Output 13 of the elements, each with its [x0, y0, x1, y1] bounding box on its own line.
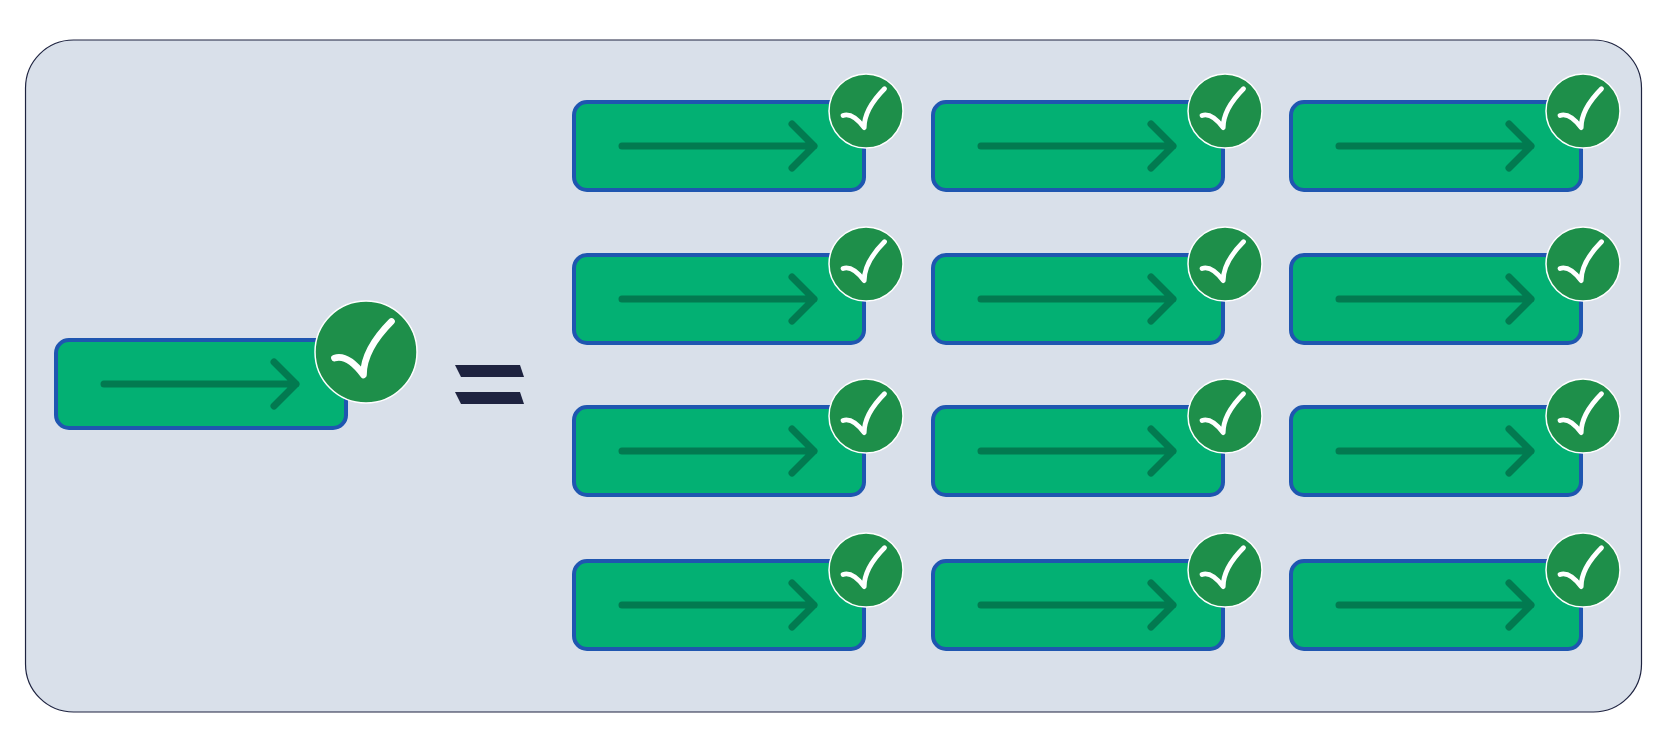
arrow-button-drawing — [931, 378, 1263, 497]
arrow-button-drawing — [54, 300, 418, 430]
arrow-button-drawing — [1289, 73, 1621, 192]
arrow-button-drawing — [572, 226, 904, 345]
arrow-button-drawing — [572, 532, 904, 651]
arrow-button-drawing — [931, 532, 1263, 651]
arrow-button-drawing — [572, 378, 904, 497]
arrow-button-drawing — [1289, 378, 1621, 497]
arrow-button-drawing — [931, 226, 1263, 345]
arrow-button-drawing — [931, 73, 1263, 192]
arrow-button-drawing — [1289, 532, 1621, 651]
arrow-button-drawing — [1289, 226, 1621, 345]
arrow-button-drawing — [572, 73, 904, 192]
